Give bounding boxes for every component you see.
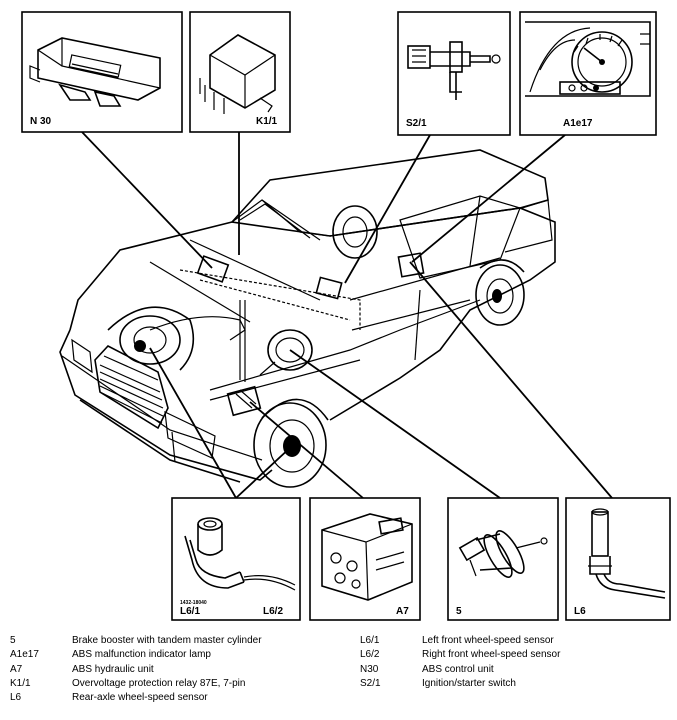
legend-desc: ABS hydraulic unit <box>72 663 154 675</box>
ignition-switch-icon <box>407 41 501 100</box>
callout-box-5: 5 <box>447 497 559 621</box>
callout-box-n30: N 30 <box>21 11 183 133</box>
callout-box-l6: L6 <box>565 497 671 621</box>
figure-number: 1432-18040 <box>180 600 207 606</box>
legend-desc: Ignition/starter switch <box>422 677 516 689</box>
legend-code: S2/1 <box>360 677 381 689</box>
legend-code: K1/1 <box>10 677 31 689</box>
leader-lines <box>81 131 613 499</box>
label-5: 5 <box>456 606 462 617</box>
brake-booster <box>259 329 313 376</box>
callout-box-a1e17: A1e17 <box>519 11 657 136</box>
legend-code: L6/2 <box>360 649 380 661</box>
legend: 5 Brake booster with tandem master cylin… <box>0 634 677 720</box>
label-n30: N 30 <box>30 116 52 127</box>
legend-desc: Left front wheel-speed sensor <box>422 635 554 646</box>
legend-desc: Brake booster with tandem master cylinde… <box>72 635 262 646</box>
legend-code: A1e17 <box>10 649 39 661</box>
legend-code: L6 <box>10 692 22 704</box>
callout-box-k1-1: K1/1 <box>189 11 291 133</box>
label-a1e17: A1e17 <box>563 118 593 129</box>
control-unit-in-car <box>196 252 425 300</box>
legend-code: 5 <box>10 635 16 646</box>
legend-desc: ABS control unit <box>422 663 494 675</box>
callout-box-s2-1: S2/1 <box>397 11 511 136</box>
rear-right-wheel <box>475 259 525 326</box>
legend-code: A7 <box>10 663 23 675</box>
grille <box>94 345 169 430</box>
legend-desc: Overvoltage protection relay 87E, 7-pin <box>72 677 246 689</box>
instrument-cluster-icon <box>525 21 651 97</box>
label-k1-1: K1/1 <box>256 116 278 127</box>
legend-desc: Right front wheel-speed sensor <box>422 649 561 661</box>
label-l6: L6 <box>574 606 586 617</box>
front-wheel-speed-sensor-icon <box>184 517 296 591</box>
rear-left-wheel <box>332 205 378 259</box>
legend-code: N30 <box>360 663 379 675</box>
hydraulic-unit-in-car <box>226 385 262 417</box>
legend-desc: Rear-axle wheel-speed sensor <box>72 692 208 704</box>
brake-lines <box>149 269 481 401</box>
label-l6-2: L6/2 <box>263 606 283 617</box>
control-unit-icon <box>29 37 161 107</box>
diagram-canvas: N 30 K1/1 S2/1 <box>21 11 671 621</box>
relay-icon <box>199 34 276 114</box>
callout-box-a7: A7 <box>309 497 421 621</box>
label-l6-1: L6/1 <box>180 606 200 617</box>
label-s2-1: S2/1 <box>406 118 427 129</box>
front-left-brake <box>119 315 181 365</box>
callout-box-l6-1-l6-2: 1432-18040 L6/1 L6/2 <box>171 497 301 621</box>
label-a7: A7 <box>396 606 409 617</box>
brake-booster-icon <box>458 530 548 578</box>
legend-code: L6/1 <box>360 635 380 646</box>
front-right-wheel <box>253 398 329 488</box>
car-illustration <box>59 149 556 488</box>
legend-desc: ABS malfunction indicator lamp <box>72 649 211 661</box>
rear-wheel-speed-sensor-icon <box>588 508 666 599</box>
hydraulic-unit-icon <box>321 513 413 601</box>
